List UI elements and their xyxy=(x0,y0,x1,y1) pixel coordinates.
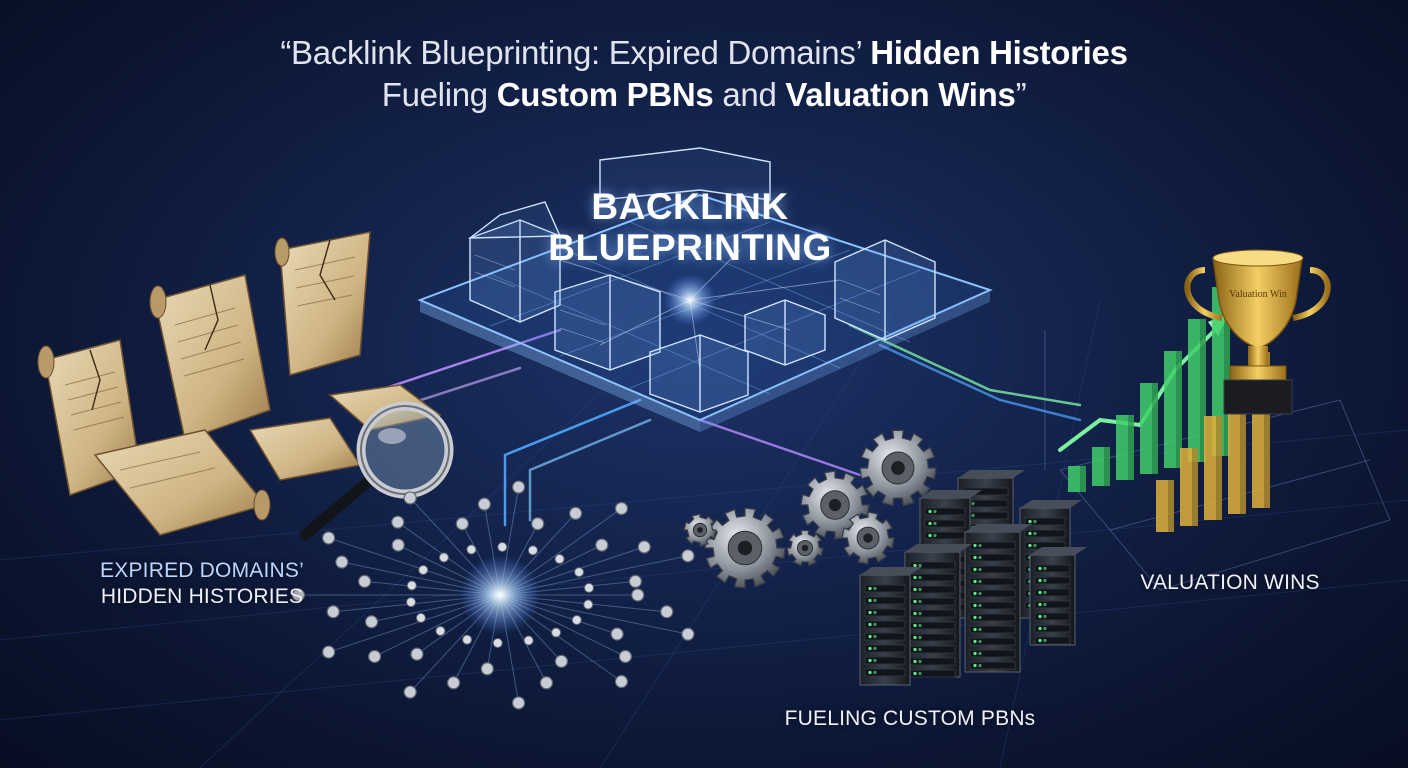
connection-lines xyxy=(378,323,1082,527)
chart-bar xyxy=(1116,415,1134,480)
network-node xyxy=(539,676,554,690)
bar-chart-icon xyxy=(1044,287,1391,591)
network-node xyxy=(551,627,562,638)
network-node xyxy=(357,574,372,588)
network-node xyxy=(660,605,674,619)
network-node xyxy=(368,649,382,664)
network-node xyxy=(335,555,349,569)
network-node xyxy=(364,615,379,629)
hero-title: BACKLINK BLUEPRINTING xyxy=(548,186,832,268)
network-node xyxy=(523,635,534,646)
network-node xyxy=(681,627,695,641)
network-node xyxy=(322,531,336,545)
network-node xyxy=(583,599,594,610)
network-node xyxy=(418,564,429,575)
network-node xyxy=(527,545,538,556)
network-node xyxy=(571,615,582,626)
gear xyxy=(841,511,895,565)
network-node xyxy=(511,696,526,710)
caption-custom-pbns: FUELING CUSTOM PBNs xyxy=(784,707,1036,730)
network-node xyxy=(610,627,624,641)
network-node xyxy=(511,480,526,494)
building-icon xyxy=(467,147,936,413)
network-core-glow xyxy=(460,555,540,635)
network-node xyxy=(554,654,569,668)
network-node xyxy=(477,497,491,511)
network-node xyxy=(681,549,695,563)
network-node xyxy=(595,538,609,552)
chart-bar xyxy=(1068,466,1086,492)
network-node xyxy=(435,625,446,636)
network-node-icon xyxy=(291,480,695,710)
network-node xyxy=(410,647,424,661)
server-rack-icon xyxy=(859,470,1087,686)
caption-expired-domains: EXPIRED DOMAINS’ HIDDEN HISTORIES xyxy=(100,559,304,608)
network-node xyxy=(291,588,306,602)
gear xyxy=(859,429,937,507)
network-node xyxy=(455,517,469,531)
network-node xyxy=(403,491,417,505)
scroll-icon xyxy=(37,231,442,536)
trophy-icon: Valuation Win xyxy=(1184,249,1331,415)
headline-line-1: “Backlink Blueprinting: Expired Domains’… xyxy=(280,34,1128,71)
page-title: “Backlink Blueprinting: Expired Domains’… xyxy=(0,32,1408,116)
headline-line-2: Fueling Custom PBNs and Valuation Wins” xyxy=(381,76,1027,113)
server-rack xyxy=(964,524,1032,673)
network-node xyxy=(631,588,645,602)
network-node xyxy=(446,676,461,690)
network-node xyxy=(628,574,643,588)
server-rack xyxy=(859,567,922,686)
chart-bar xyxy=(1228,384,1246,514)
chart-bar xyxy=(1156,480,1174,532)
gear xyxy=(683,513,717,547)
network-node xyxy=(618,649,632,664)
network-node xyxy=(492,637,503,648)
chart-bar xyxy=(1188,319,1206,462)
network-node xyxy=(326,605,340,619)
network-node xyxy=(614,674,629,689)
network-node xyxy=(480,662,494,676)
network-node xyxy=(637,540,651,554)
network-node xyxy=(438,552,449,563)
network-node xyxy=(406,580,417,591)
network-node xyxy=(497,542,508,553)
gear xyxy=(786,529,824,567)
network-node xyxy=(466,544,477,555)
chart-bar xyxy=(1140,383,1158,474)
network-node xyxy=(415,612,426,623)
trophy-label: Valuation Win xyxy=(1229,289,1286,300)
chart-bar xyxy=(1092,447,1110,486)
network-node xyxy=(584,582,595,593)
network-node xyxy=(554,554,565,565)
server-rack xyxy=(904,544,972,678)
chart-bar xyxy=(1180,448,1198,526)
network-node xyxy=(403,685,417,699)
caption-valuation-wins: VALUATION WINS xyxy=(1140,571,1320,594)
network-node xyxy=(391,538,405,552)
chart-bar xyxy=(1204,416,1222,520)
network-node xyxy=(531,517,545,531)
gear-icon xyxy=(683,429,937,589)
server-rack xyxy=(1029,547,1087,646)
network-node xyxy=(391,515,405,529)
network-node xyxy=(462,634,473,645)
network-node xyxy=(614,501,629,516)
gear xyxy=(704,507,786,589)
network-node xyxy=(405,597,416,608)
network-node xyxy=(574,567,585,578)
network-node xyxy=(322,645,336,659)
chart-bar xyxy=(1164,351,1182,468)
network-node xyxy=(569,506,583,520)
